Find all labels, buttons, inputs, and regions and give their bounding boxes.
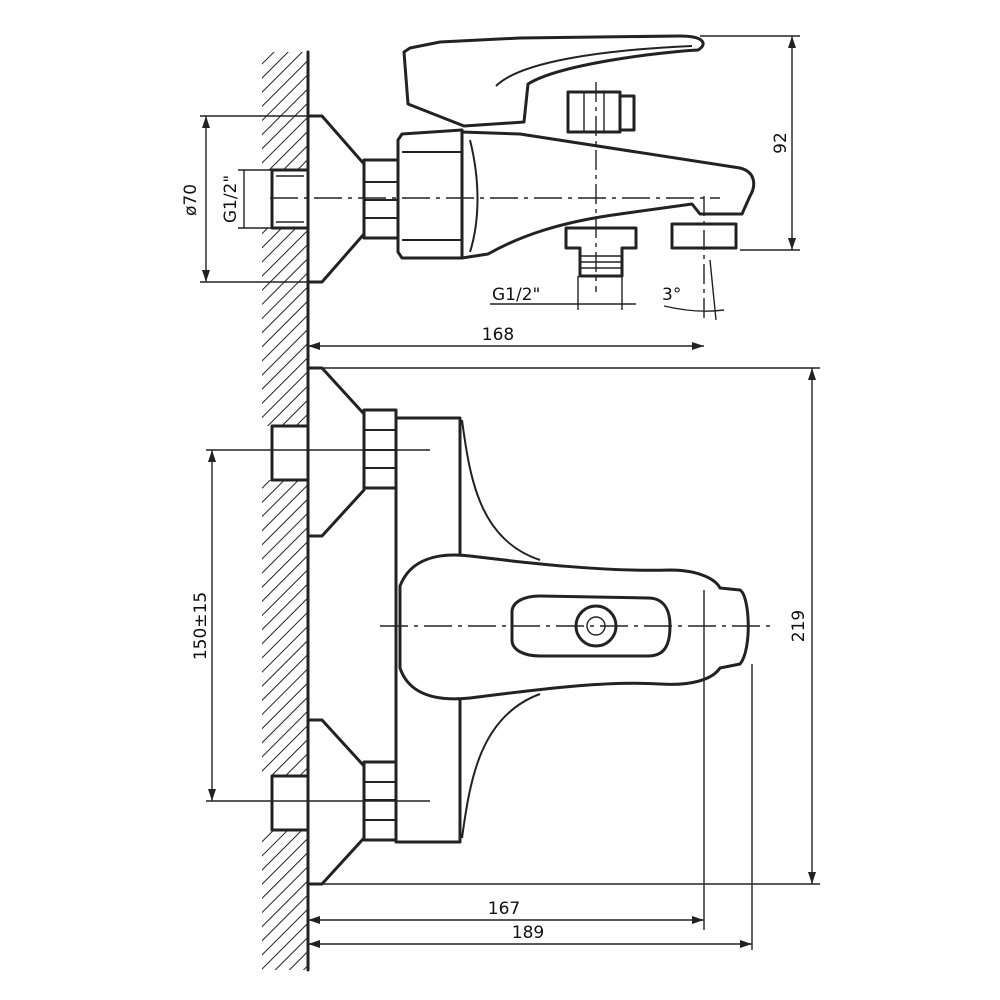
dim-depth-167: 167 (488, 899, 520, 919)
dim-centers: 150±15 (191, 592, 211, 660)
dim-thread-outlet: G1/2" (492, 285, 540, 305)
dimension-lines (200, 35, 820, 950)
dim-diameter-flange: ø70 (181, 184, 201, 216)
dim-depth-189: 189 (512, 923, 544, 943)
side-view (270, 34, 756, 320)
dim-angle: 3° (662, 285, 681, 305)
dim-height-top: 92 (771, 132, 791, 154)
front-view (270, 366, 770, 886)
dim-thread-inlet: G1/2" (221, 175, 241, 223)
dim-height-front: 219 (789, 610, 809, 642)
dim-length-top: 168 (482, 325, 514, 345)
